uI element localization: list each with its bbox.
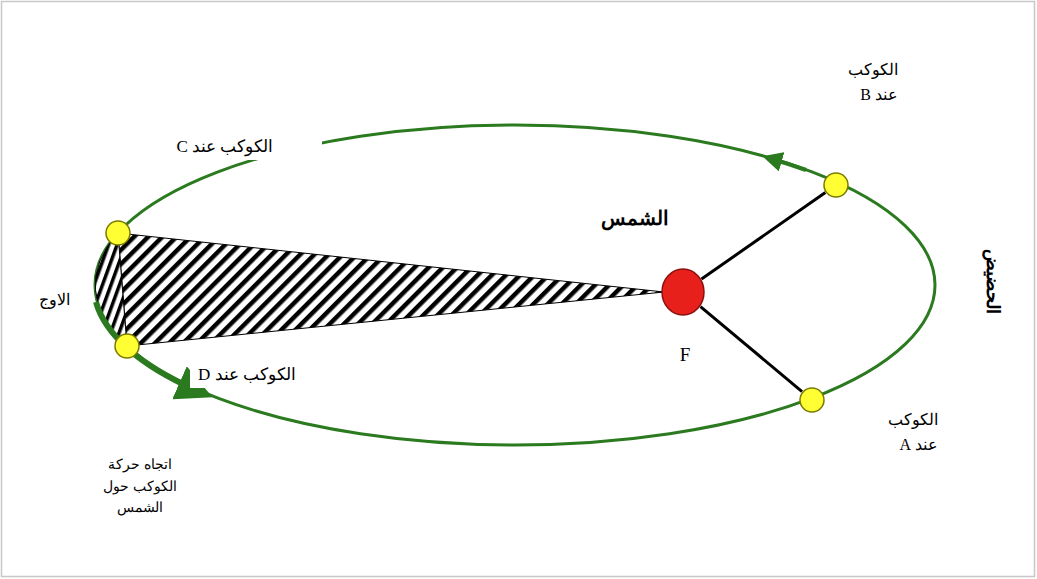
planet-a-circle	[800, 388, 824, 412]
focus-letter: F	[670, 340, 700, 369]
planet-d-shape	[114, 333, 140, 359]
sun-node: الشمسF	[661, 268, 705, 316]
planet-c-node: الكوكب عند C	[105, 220, 131, 246]
planet-b-circle	[824, 173, 848, 197]
sun-circle	[662, 269, 704, 315]
motion-arrow-bottom	[96, 302, 196, 390]
sun-label: الشمس	[596, 203, 674, 234]
planet-d-node: الكوكب عند D	[114, 333, 140, 359]
planet-label: الكوكب عند D	[190, 362, 304, 388]
orbit-ellipse	[95, 125, 935, 445]
radius-line	[702, 192, 826, 279]
planet-b-shape	[823, 172, 849, 198]
swept-area	[118, 233, 664, 346]
apogee-label: الاوج	[22, 288, 86, 313]
planet-c-shape	[105, 220, 131, 246]
perigee-label: الحضيض	[978, 247, 1006, 316]
planet-c-circle	[106, 221, 130, 245]
radius-line	[700, 307, 802, 392]
planet-label: الكوكب عند A	[866, 408, 940, 458]
sun-shape	[661, 268, 705, 316]
direction-note: اتجاه حركة الكوكب حول الشمس	[92, 454, 188, 519]
planet-a-shape	[799, 387, 825, 413]
planet-d-circle	[115, 334, 139, 358]
planet-label: الكوكب عند B	[824, 58, 900, 108]
planet-a-node: الكوكب عند A	[799, 387, 825, 413]
radius-line-stroke	[702, 192, 826, 279]
motion-arrow-top	[772, 159, 806, 170]
radius-line-stroke	[700, 307, 802, 392]
planet-b-node: الكوكب عند B	[823, 172, 849, 198]
planet-label: الكوكب عند C	[128, 134, 322, 160]
